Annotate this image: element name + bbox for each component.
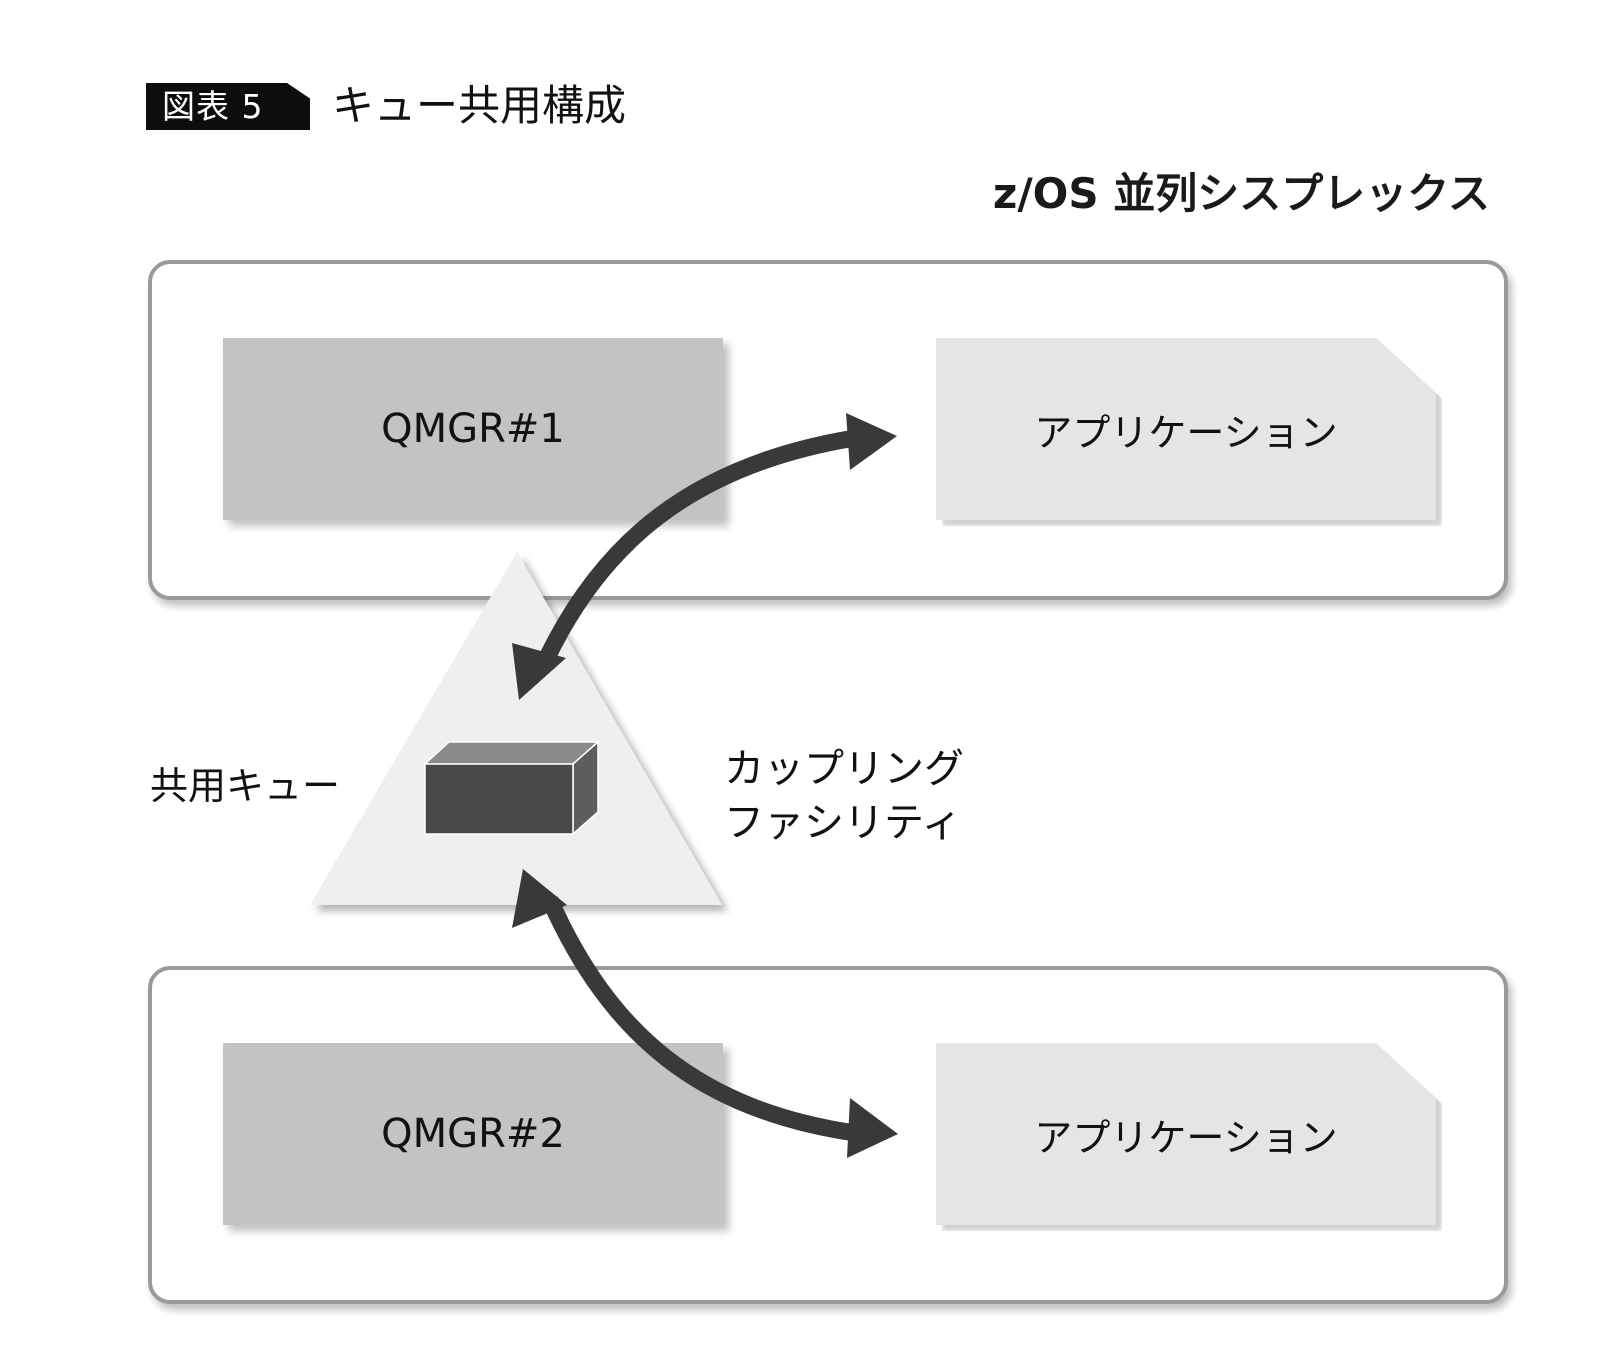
cube-top-face: [423, 741, 600, 765]
shared-queue-label: 共用キュー: [150, 764, 341, 808]
arrow-2-shaft: [542, 896, 857, 1142]
sysplex-title: z/OS 並列シスプレックス: [992, 169, 1490, 218]
queue-manager-1: QMGR#1: [223, 338, 723, 520]
coupling-facility-label-line2: ファシリティ: [724, 800, 962, 846]
arrow-cf-to-application-1: [512, 413, 897, 700]
queue-manager-2-label: QMGR#2: [381, 1111, 565, 1157]
arrow-cf-to-application-2: [512, 869, 898, 1158]
queue-manager-1-label: QMGR#1: [381, 406, 565, 452]
cube-front-face: [424, 763, 574, 835]
application-2-label: アプリケーション: [1034, 1115, 1338, 1160]
arrow-2-head-application: [847, 1098, 898, 1158]
shared-queue-cube-icon: [423, 740, 600, 836]
application-1-label: アプリケーション: [1034, 410, 1338, 455]
coupling-facility-label-line1: カップリング: [724, 746, 964, 792]
arrow-1-head-application: [846, 413, 897, 470]
coupling-facility-label: カップリング ファシリティ: [724, 742, 964, 850]
figure-number-text: 図表 5: [162, 87, 264, 126]
arrow-2-head-cf: [512, 869, 567, 928]
arrow-1-head-cf: [512, 643, 566, 700]
application-2: アプリケーション: [936, 1043, 1436, 1225]
coupling-facility-triangle: [310, 552, 722, 905]
figure-number-badge: 図表 5: [146, 83, 310, 130]
figure-title: キュー共用構成: [332, 81, 627, 130]
application-1: アプリケーション: [936, 338, 1436, 520]
queue-manager-2: QMGR#2: [223, 1043, 723, 1225]
arrow-1-shaft: [537, 429, 857, 666]
